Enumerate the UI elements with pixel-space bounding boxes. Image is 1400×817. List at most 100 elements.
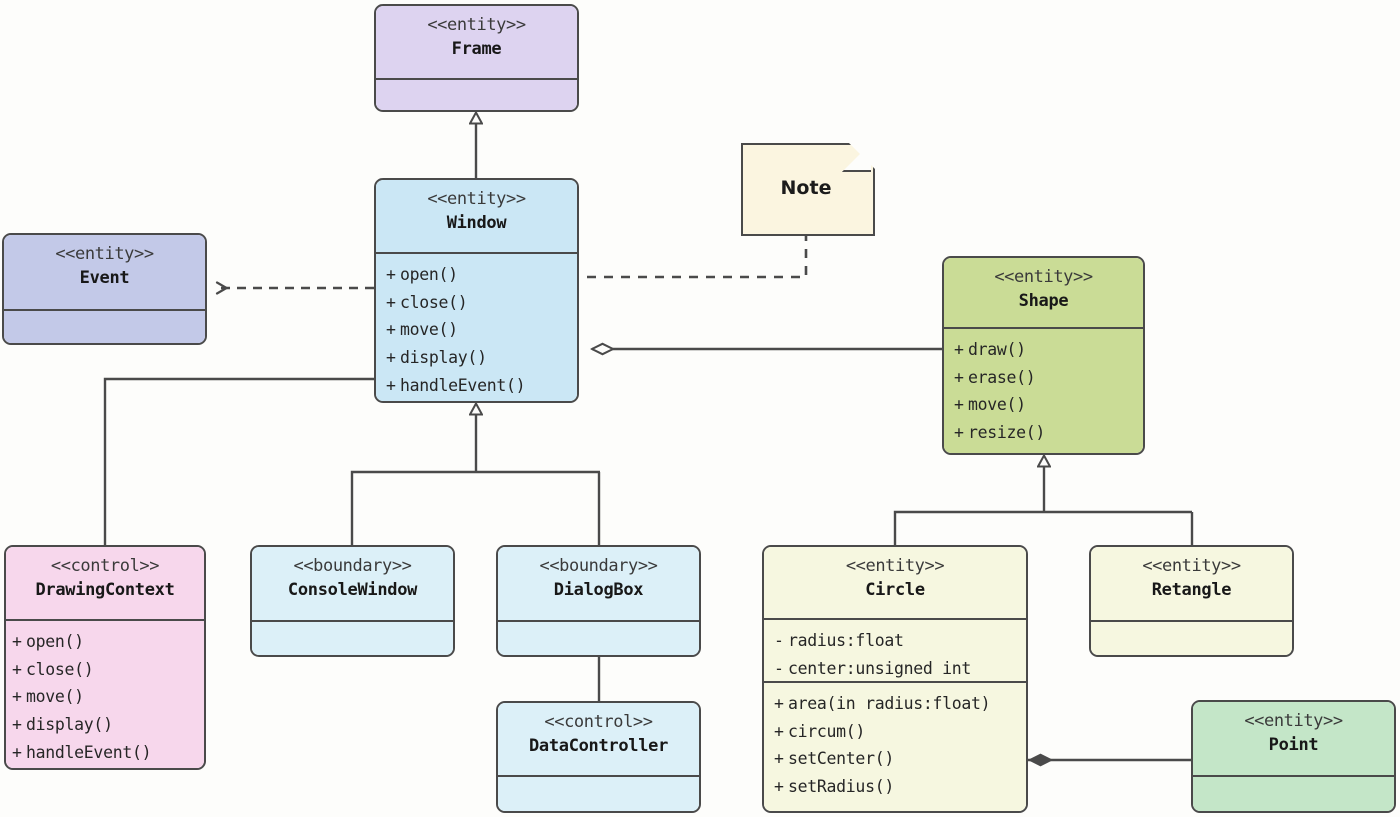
operation-row: +close() [386, 289, 567, 317]
visibility-marker: + [954, 367, 964, 387]
class-name: Circle [865, 580, 925, 601]
operation-row: +setCenter() [774, 745, 1016, 773]
operation-row: +handleEvent() [12, 739, 194, 767]
visibility-marker: + [774, 721, 784, 741]
visibility-marker: - [774, 631, 784, 650]
class-stereotype: <<entity>> [1142, 556, 1241, 576]
operation-label: resize() [968, 423, 1046, 443]
class-header-retangle: <<entity>> Retangle [1091, 547, 1292, 620]
class-name: Window [446, 213, 507, 234]
class-body-retangle [1091, 620, 1292, 655]
operation-label: move() [400, 320, 458, 340]
attribute-label: center:unsigned int [788, 658, 972, 678]
operation-row: +circum() [774, 718, 1016, 746]
operation-row: +close() [12, 656, 194, 684]
class-body-consolewindow [252, 620, 453, 655]
operation-label: setRadius() [788, 777, 894, 797]
class-header-window: <<entity>> Window [376, 180, 577, 252]
class-name: DialogBox [553, 580, 644, 601]
operation-label: move() [968, 395, 1026, 415]
operation-label: circum() [788, 721, 866, 741]
operation-label: draw() [968, 340, 1026, 359]
operation-row: +area(in radius:float) [774, 690, 1016, 718]
visibility-marker: + [954, 340, 964, 359]
class-box-datacontroller[interactable]: <<control>> DataController [496, 701, 701, 813]
class-box-frame[interactable]: <<entity>> Frame [374, 4, 579, 112]
class-stereotype: <<entity>> [994, 267, 1093, 287]
class-operations-drawingcontext: +open() +close() +move() +display() +han… [6, 619, 204, 768]
visibility-marker: + [774, 749, 784, 769]
class-header-frame: <<entity>> Frame [376, 6, 577, 78]
visibility-marker: + [386, 292, 396, 312]
operation-row: +display() [386, 344, 567, 372]
operation-row: +setRadius() [774, 773, 1016, 801]
class-header-event: <<entity>> Event [4, 235, 205, 309]
visibility-marker: + [386, 375, 396, 395]
class-name: Shape [1018, 291, 1069, 312]
class-stereotype: <<entity>> [845, 556, 945, 576]
operation-label: area(in radius:float) [788, 694, 991, 713]
visibility-marker: + [954, 423, 964, 443]
visibility-marker: + [12, 659, 22, 679]
attribute-label: radius:float [788, 631, 904, 650]
visibility-marker: - [774, 658, 784, 678]
visibility-marker: + [12, 687, 22, 707]
visibility-marker: + [774, 777, 784, 797]
operation-label: open() [26, 632, 84, 651]
visibility-marker: + [386, 320, 396, 340]
edge-consolewindow-window [350, 470, 600, 545]
attribute-row: -center:unsigned int [774, 655, 1016, 683]
operation-label: open() [400, 265, 458, 284]
class-box-consolewindow[interactable]: <<boundary>> ConsoleWindow [250, 545, 455, 657]
visibility-marker: + [12, 632, 22, 651]
class-header-consolewindow: <<boundary>> ConsoleWindow [252, 547, 453, 620]
class-operations-shape: +draw() +erase() +move() +resize() [944, 327, 1143, 453]
class-header-point: <<entity>> Point [1193, 702, 1394, 775]
class-box-shape[interactable]: <<entity>> Shape +draw() +erase() +move(… [942, 256, 1145, 455]
visibility-marker: + [386, 348, 396, 368]
class-header-shape: <<entity>> Shape [944, 258, 1143, 327]
visibility-marker: + [774, 694, 784, 713]
note-body [741, 143, 875, 236]
class-name: Retangle [1151, 580, 1232, 601]
operation-row: +draw() [954, 336, 1133, 364]
class-box-retangle[interactable]: <<entity>> Retangle [1089, 545, 1294, 657]
class-stereotype: <<entity>> [427, 189, 526, 209]
class-attributes-circle: -radius:float -center:unsigned int [764, 618, 1026, 681]
class-header-datacontroller: <<control>> DataController [498, 703, 699, 775]
visibility-marker: + [12, 715, 22, 735]
operation-row: +display() [12, 711, 194, 739]
operation-label: close() [400, 292, 468, 312]
class-body-dialogbox [498, 620, 699, 655]
operation-row: +open() [12, 628, 194, 656]
operation-row: +handleEvent() [386, 372, 567, 400]
class-box-event[interactable]: <<entity>> Event [2, 233, 207, 345]
class-box-circle[interactable]: <<entity>> Circle -radius:float -center:… [762, 545, 1028, 813]
class-name: DataController [528, 736, 669, 757]
class-box-point[interactable]: <<entity>> Point [1191, 700, 1396, 813]
class-stereotype: <<control>> [50, 556, 160, 576]
class-box-dialogbox[interactable]: <<boundary>> DialogBox [496, 545, 701, 657]
operation-row: +open() [386, 261, 567, 289]
operation-label: close() [26, 659, 94, 679]
visibility-marker: + [12, 742, 22, 762]
operation-row: +resize() [954, 419, 1133, 447]
class-stereotype: <<entity>> [427, 15, 526, 35]
class-body-point [1193, 775, 1394, 811]
class-box-drawingcontext[interactable]: <<control>> DrawingContext +open() +clos… [4, 545, 206, 770]
class-box-window[interactable]: <<entity>> Window +open() +close() +move… [374, 178, 579, 403]
class-body-event [4, 309, 205, 343]
class-name: Point [1268, 735, 1319, 756]
note-label: Note [780, 176, 832, 199]
class-operations-circle: +area(in radius:float) +circum() +setCen… [764, 681, 1026, 811]
note-shape[interactable]: Note [741, 143, 871, 232]
edge-note-window [580, 232, 808, 279]
operation-row: +move() [954, 391, 1133, 419]
class-name: Event [79, 268, 130, 289]
operation-label: handleEvent() [400, 375, 526, 395]
class-name: ConsoleWindow [287, 580, 418, 601]
operation-row: +erase() [954, 364, 1133, 392]
class-header-dialogbox: <<boundary>> DialogBox [498, 547, 699, 620]
